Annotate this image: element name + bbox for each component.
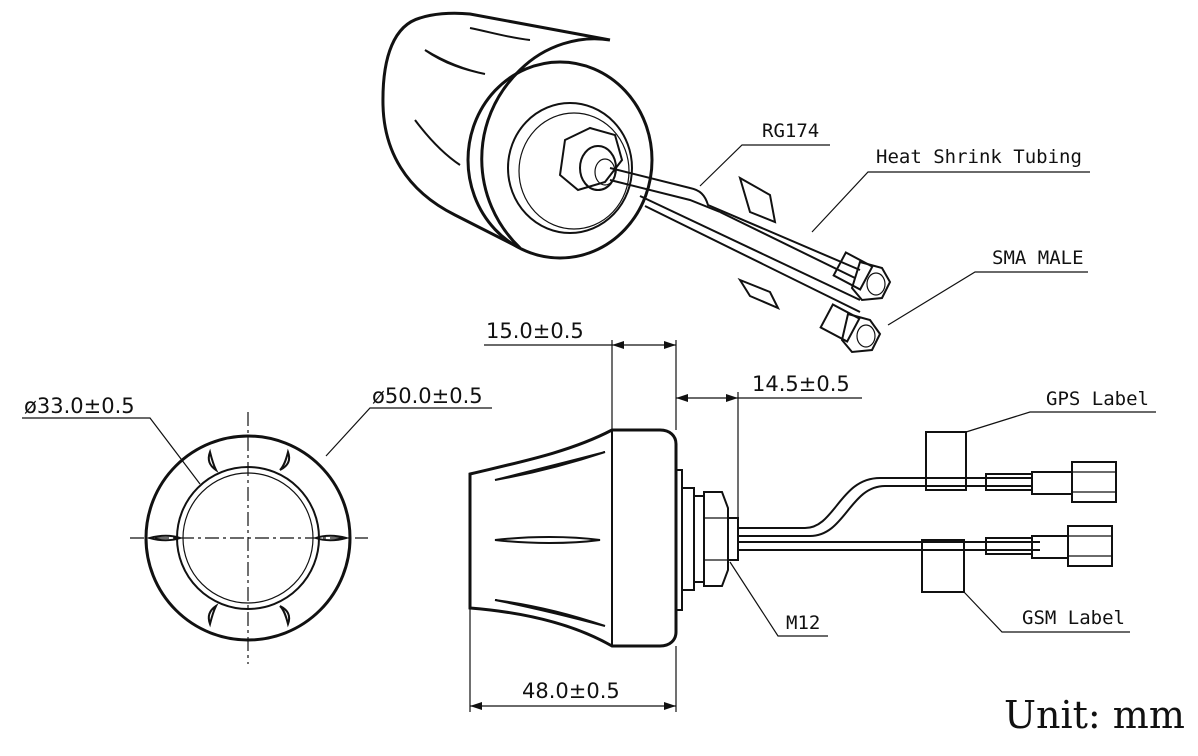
sma-connector-top — [832, 251, 892, 302]
length-thread-dimension: 14.5±0.5 — [752, 372, 850, 396]
heat-shrink-label: Heat Shrink Tubing — [876, 146, 1082, 168]
rg174-label: RG174 — [762, 120, 819, 142]
gps-label-text: GPS Label — [1046, 388, 1149, 410]
side-view: GPS Label GSM Label M12 15.0±0.5 14.5±0.… — [468, 319, 1156, 712]
gps-label-tag — [925, 431, 967, 491]
m12-label: M12 — [786, 612, 820, 634]
sma-male-label: SMA MALE — [992, 247, 1084, 269]
unit-note: Unit: mm — [1004, 693, 1185, 737]
isometric-view: RG174 Heat Shrink Tubing SMA MALE — [381, 11, 1090, 354]
dia-outer-dimension: ø50.0±0.5 — [372, 384, 483, 408]
dia-inner-dimension: ø33.0±0.5 — [24, 394, 135, 418]
gsm-label-tag — [921, 539, 965, 593]
sma-connector-gsm — [1031, 525, 1113, 567]
sma-connector-bottom — [819, 303, 882, 354]
front-view: ø33.0±0.5 ø50.0±0.5 — [22, 384, 492, 664]
width-bottom-dimension: 48.0±0.5 — [522, 679, 620, 703]
sma-connector-gps — [1031, 461, 1117, 503]
gsm-label-text: GSM Label — [1022, 607, 1125, 629]
width-top-dimension: 15.0±0.5 — [486, 319, 584, 343]
